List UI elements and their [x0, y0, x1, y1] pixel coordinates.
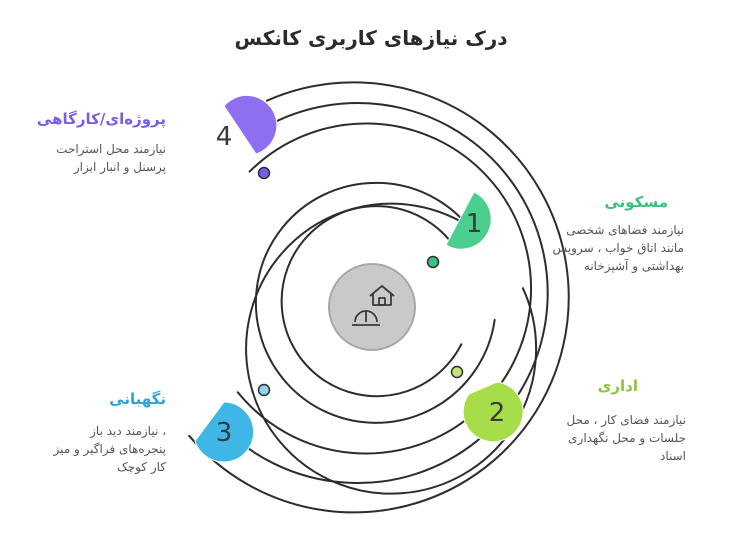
- badge-4: 4: [216, 94, 278, 155]
- orbit-ring-4: [236, 122, 533, 455]
- orbit-rings: [188, 81, 570, 514]
- desc-line: جلسات و محل نگهداری: [568, 431, 686, 445]
- center-node: [328, 263, 416, 351]
- desc-line: نیازمند فضای کار ، محل: [566, 413, 686, 427]
- desc-line: مانند اتاق خواب ، سرویس: [552, 241, 684, 255]
- diagram-title: درک نیازهای کاربری کانکس: [234, 26, 508, 50]
- connector-dot-4: [257, 166, 271, 180]
- badge-number: 2: [489, 398, 506, 428]
- item-desc-3: ، نیازمند دید باز پنجره‌های فراگیر و میز…: [53, 422, 166, 476]
- badge-2: 2: [462, 381, 524, 443]
- desc-line: نیازمند فضاهای شخصی: [566, 223, 684, 237]
- house-icon: [369, 285, 395, 306]
- orbit-ring-2: [280, 205, 463, 398]
- item-heading-1: مسکونی: [604, 193, 669, 211]
- item-heading-2: اداری: [597, 377, 638, 395]
- item-desc-2: نیازمند فضای کار ، محل جلسات و محل نگهدا…: [566, 411, 686, 465]
- orbit-ring-5: [218, 102, 549, 484]
- desc-line: پرسنل و انبار ابزار: [73, 160, 166, 174]
- desc-line: کار کوچک: [116, 460, 166, 474]
- connector-dot-3: [257, 383, 271, 397]
- orbit-ring-6: [188, 81, 570, 514]
- desc-line: نیازمند محل استراحت: [56, 142, 166, 156]
- badge-1: 1: [445, 191, 492, 250]
- desc-line: پنجره‌های فراگیر و میز: [53, 442, 166, 456]
- item-heading-4: پروژه‌ای/کارگاهی: [36, 110, 166, 128]
- item-desc-1: نیازمند فضاهای شخصی مانند اتاق خواب ، سر…: [553, 221, 684, 275]
- hard-hat-icon: [352, 310, 380, 326]
- badge-3: 3: [194, 401, 255, 463]
- desc-line: ، نیازمند دید باز: [90, 424, 166, 438]
- connector-dot-2: [450, 365, 464, 379]
- orbit-ring-3: [245, 202, 538, 495]
- orbit-ring-1: [254, 181, 496, 424]
- item-heading-3: نگهبانی: [109, 390, 166, 408]
- badge-number: 1: [466, 209, 483, 239]
- badge-number: 3: [216, 418, 233, 448]
- desc-line: اسناد: [659, 449, 686, 463]
- connector-dot-1: [426, 255, 440, 269]
- item-desc-4: نیازمند محل استراحت پرسنل و انبار ابزار: [56, 140, 166, 176]
- badge-number: 4: [216, 122, 233, 152]
- desc-line: بهداشتی و آشپزخانه: [583, 259, 684, 273]
